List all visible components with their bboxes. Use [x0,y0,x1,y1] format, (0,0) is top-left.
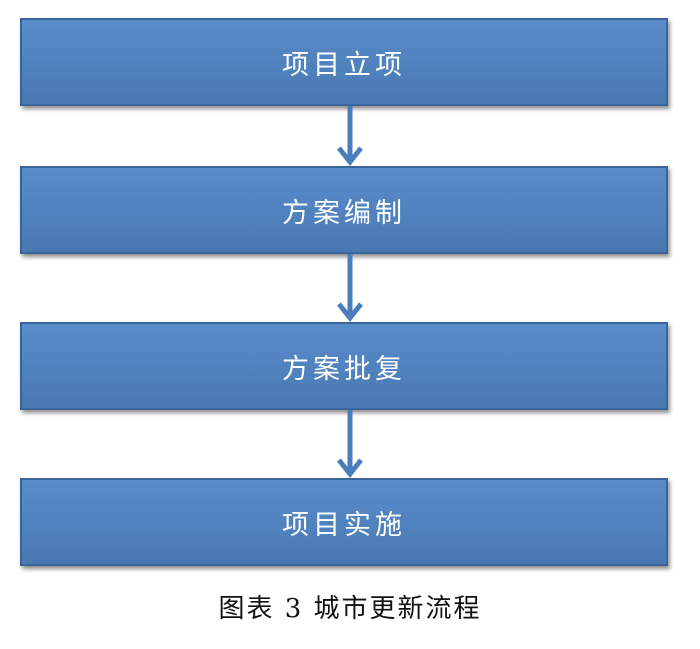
flow-step-plan-preparation: 方案编制 [20,166,668,254]
figure-caption: 图表 3 城市更新流程 [218,594,482,624]
flow-step-label: 项目实施 [282,509,406,541]
flow-step-plan-approval: 方案批复 [20,322,668,410]
flow-step-project-initiation: 项目立项 [20,18,668,106]
flow-step-label: 项目立项 [282,49,406,81]
flow-step-label: 方案编制 [282,197,406,229]
down-arrow-icon [337,106,363,167]
down-arrow-icon [337,410,363,479]
flow-step-label: 方案批复 [282,353,406,385]
down-arrow-icon [337,254,363,323]
flow-step-project-implementation: 项目实施 [20,478,668,566]
